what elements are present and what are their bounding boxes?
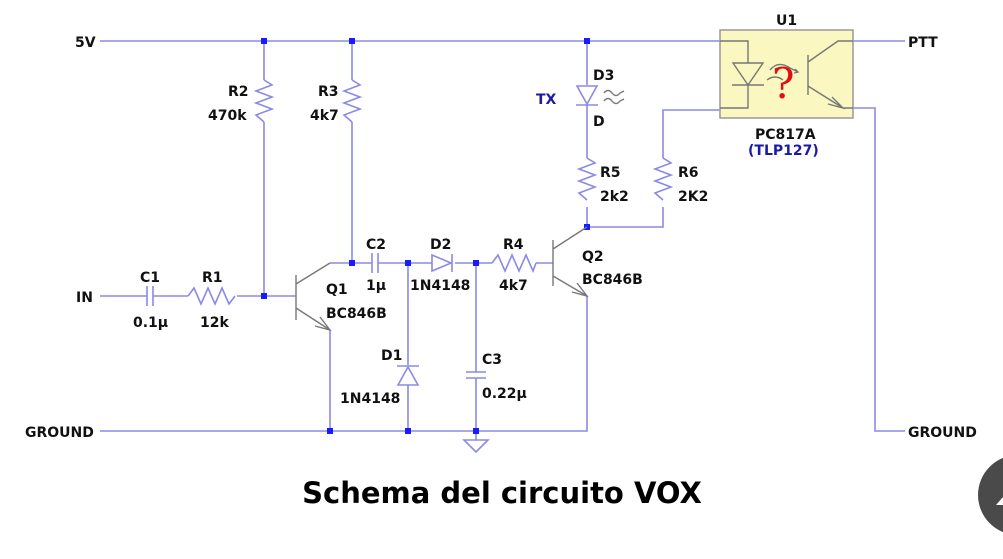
net-label-in: IN <box>76 290 93 306</box>
d3-ref: D3 <box>593 68 614 84</box>
d3-tx-label: TX <box>536 92 557 108</box>
net-label-ground-right: GROUND <box>908 425 977 441</box>
r4-ref: R4 <box>503 237 524 253</box>
r2-ref: R2 <box>228 84 249 100</box>
u1-ref: U1 <box>776 13 797 29</box>
c2-value: 1µ <box>366 278 386 294</box>
next-arrow-button[interactable] <box>978 455 1003 535</box>
resistor-r6 <box>652 157 674 201</box>
resistor-r4 <box>491 253 537 274</box>
r2-value: 470k <box>208 108 247 124</box>
r3-value: 4k7 <box>310 108 339 124</box>
resistor-r3 <box>341 79 363 123</box>
ground-symbol-icon <box>462 439 490 454</box>
q1-value: BC846B <box>326 306 387 322</box>
transistor-q1 <box>295 262 332 332</box>
diagram-title: Schema del circuito VOX <box>302 476 702 510</box>
transistor-q2 <box>552 226 589 298</box>
annotation-question-mark: ? <box>772 59 795 108</box>
d3-value: D <box>593 114 605 130</box>
d2-ref: D2 <box>430 237 451 253</box>
r1-ref: R1 <box>202 270 223 286</box>
r5-ref: R5 <box>600 165 621 181</box>
r5-value: 2k2 <box>600 189 629 205</box>
d1-value: 1N4148 <box>340 391 400 407</box>
q2-ref: Q2 <box>582 249 604 265</box>
resistor-r5 <box>576 157 598 201</box>
net-label-ptt: PTT <box>908 35 938 51</box>
r1-value: 12k <box>200 315 229 331</box>
r6-ref: R6 <box>678 165 699 181</box>
junction-nodes <box>261 38 590 434</box>
c3-value: 0.22µ <box>482 386 527 402</box>
optocoupler-u1 <box>719 29 854 119</box>
capacitor-c1 <box>146 286 154 306</box>
d2-value: 1N4148 <box>410 278 470 294</box>
resistor-r1 <box>187 286 236 306</box>
led-d3 <box>575 85 625 106</box>
capacitor-c3 <box>466 371 486 379</box>
net-label-ground-left: GROUND <box>25 425 94 441</box>
r3-ref: R3 <box>318 84 339 100</box>
resistor-r2 <box>253 79 275 123</box>
d1-ref: D1 <box>381 348 402 364</box>
arrow-icon <box>996 497 1003 505</box>
u1-value: PC817A <box>755 127 816 143</box>
q1-ref: Q1 <box>326 282 348 298</box>
diode-d1 <box>396 365 420 386</box>
c1-value: 0.1µ <box>133 315 168 331</box>
net-label-5v: 5V <box>75 35 96 51</box>
q2-value: BC846B <box>582 272 643 288</box>
c2-ref: C2 <box>366 237 386 253</box>
capacitor-c2 <box>371 253 379 273</box>
diode-d2 <box>431 253 454 273</box>
u1-alt-value: (TLP127) <box>748 143 819 159</box>
c3-ref: C3 <box>482 352 502 368</box>
r4-value: 4k7 <box>499 278 528 294</box>
c1-ref: C1 <box>140 270 160 286</box>
r6-value: 2K2 <box>678 189 708 205</box>
